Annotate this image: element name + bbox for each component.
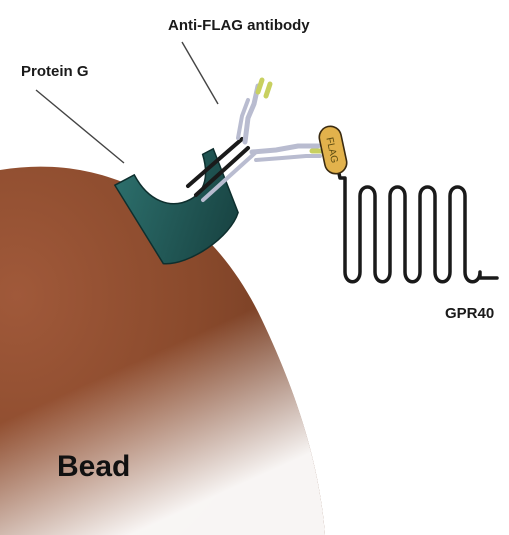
antibody-right-arm-inner [256, 156, 320, 160]
anti-flag-antibody-label: Anti-FLAG antibody [168, 17, 310, 34]
antibody-upper-tip-1 [258, 80, 262, 92]
flag-tag: FLAG [317, 124, 348, 176]
gpr40-receptor [336, 160, 497, 282]
protein-g-label: Protein G [21, 63, 89, 80]
bead-label: Bead [57, 450, 130, 483]
gpr40-label: GPR40 [445, 305, 494, 322]
protein-g-pointer-line [36, 90, 124, 163]
antibody-upper-tip-2 [266, 84, 270, 96]
anti-flag-antibody [188, 80, 324, 200]
antibody-upper-arm [245, 86, 258, 142]
antibody-pointer-line [182, 42, 218, 104]
antibody-right-arm [252, 146, 318, 152]
